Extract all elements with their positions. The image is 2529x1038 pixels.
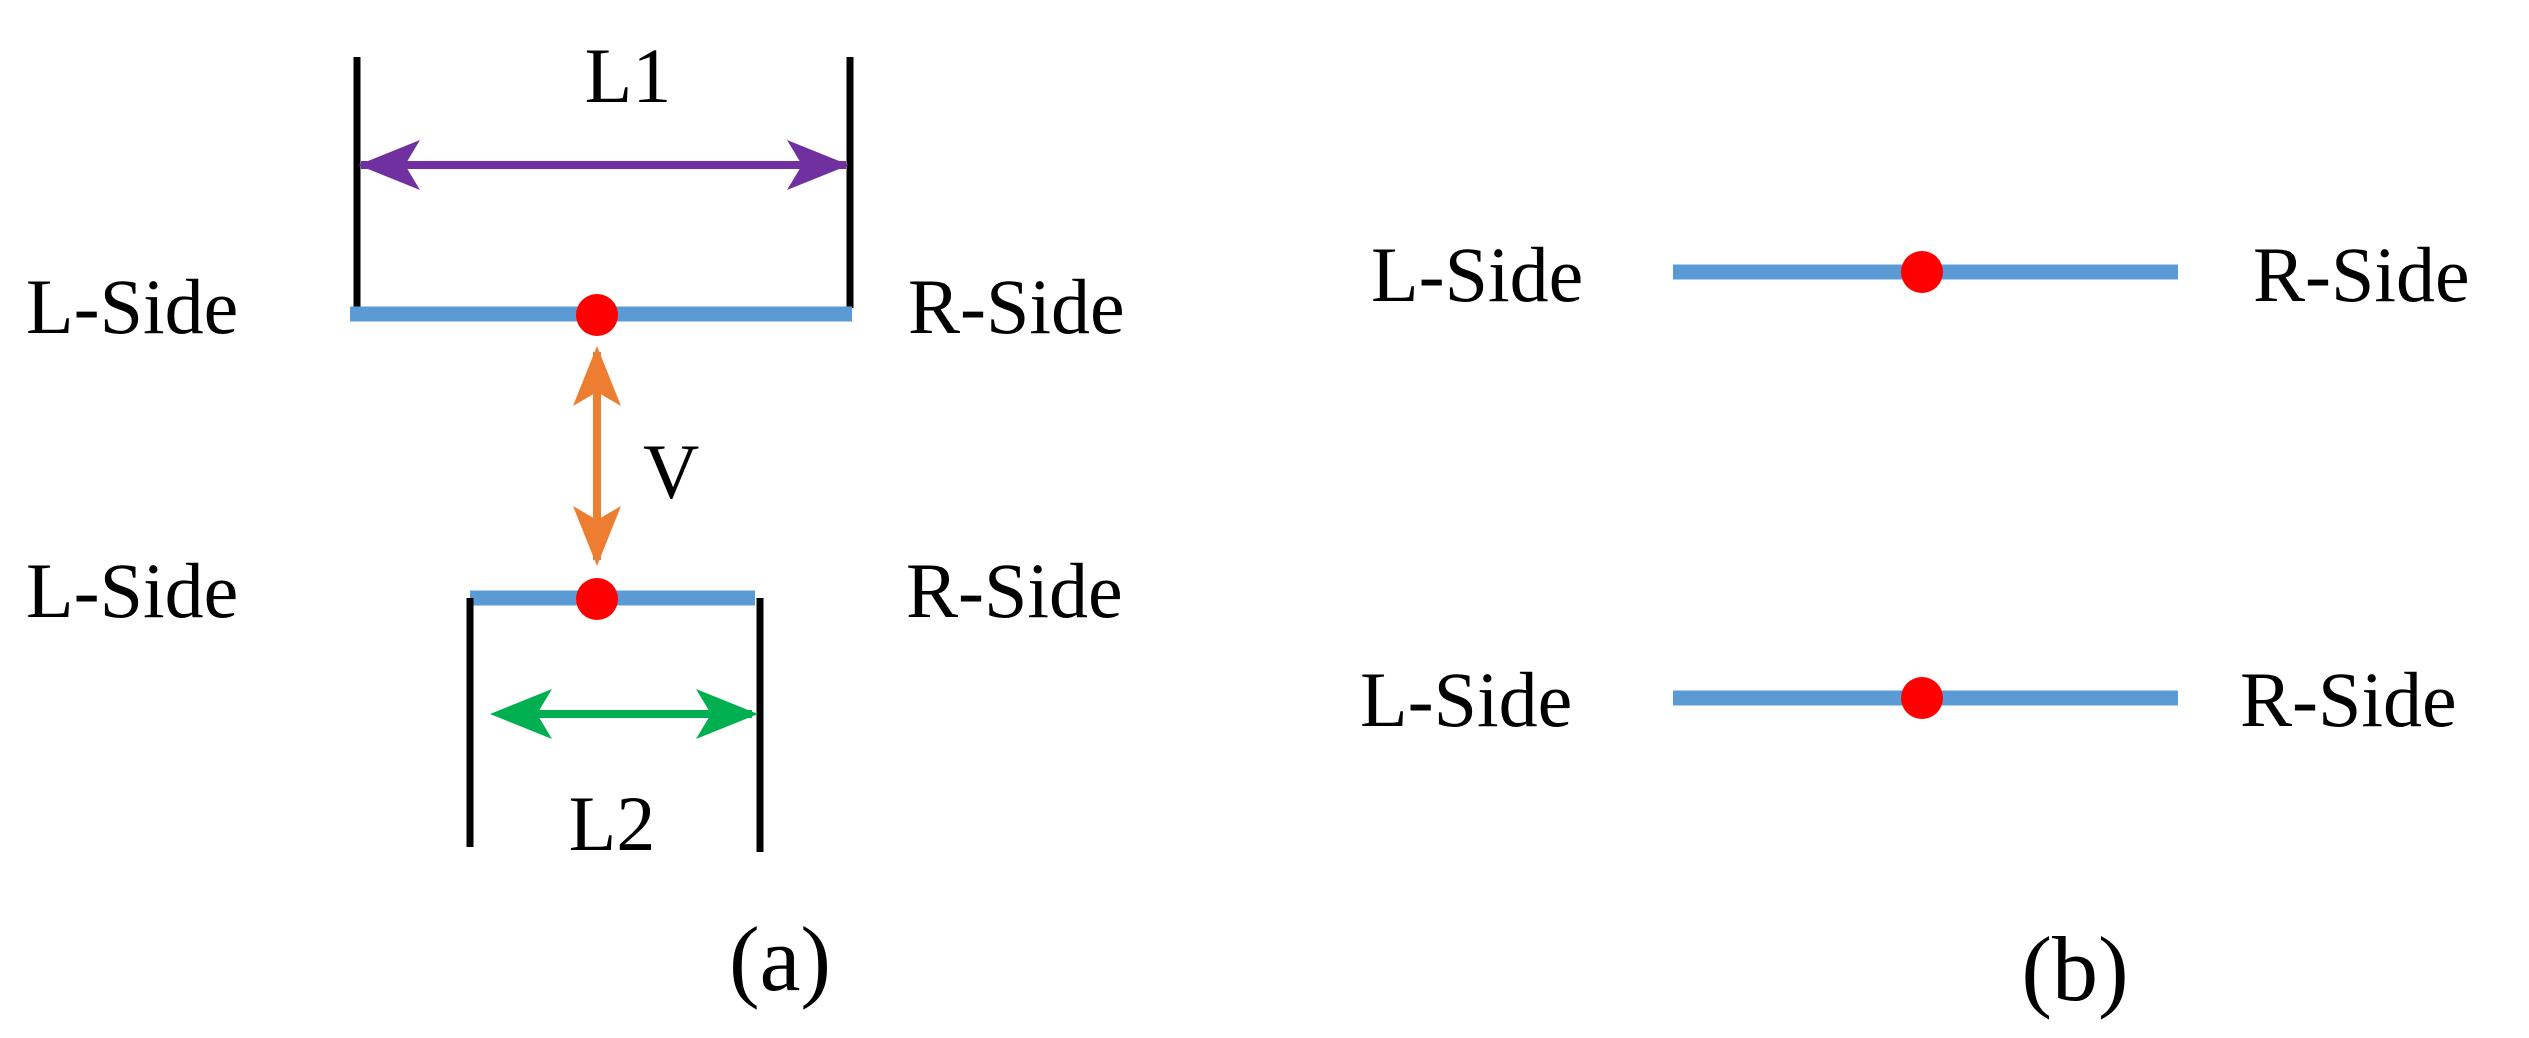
top-left-label: L-Side	[26, 263, 238, 350]
b-top-center-point	[1901, 251, 1943, 293]
b-bottom-right-label: R-Side	[2240, 656, 2457, 743]
top-right-label: R-Side	[908, 263, 1125, 350]
b-bottom-left-label: L-Side	[1360, 656, 1572, 743]
panel-a: L1 L-Side R-Side V L-Side R-Side L2 (a)	[26, 32, 1125, 1010]
l2-label: L2	[569, 780, 656, 867]
l1-arrow-right-head	[787, 140, 849, 190]
l1-label: L1	[585, 32, 672, 119]
v-arrow-bottom-head	[573, 506, 621, 566]
panel-b-caption: (b)	[2021, 918, 2128, 1020]
bottom-right-label: R-Side	[906, 547, 1123, 634]
l2-arrow-right-head	[696, 689, 758, 739]
b-bottom-center-point	[1901, 677, 1943, 719]
panel-a-caption: (a)	[729, 908, 831, 1010]
b-top-right-label: R-Side	[2253, 231, 2470, 318]
v-arrow-top-head	[573, 346, 621, 406]
l2-arrow-left-head	[490, 689, 552, 739]
bottom-left-label: L-Side	[26, 547, 238, 634]
v-label: V	[643, 428, 699, 515]
bottom-center-point	[576, 578, 618, 620]
l1-arrow-left-head	[358, 140, 420, 190]
top-center-point	[576, 294, 618, 336]
b-top-left-label: L-Side	[1371, 231, 1583, 318]
panel-b: L-Side R-Side L-Side R-Side (b)	[1360, 231, 2470, 1020]
